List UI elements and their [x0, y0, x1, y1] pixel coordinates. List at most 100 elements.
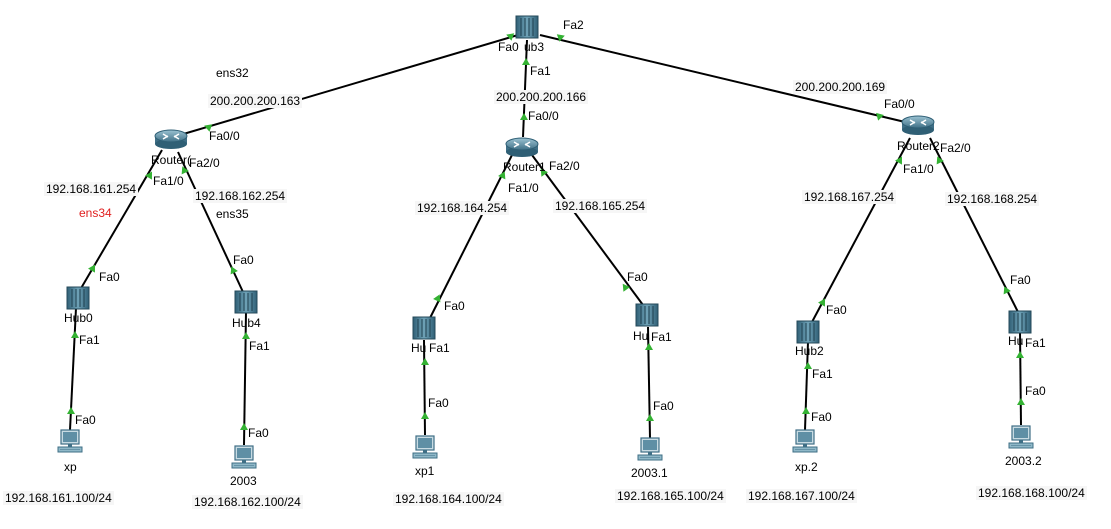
- pc-xp2-label: xp.2: [795, 460, 818, 474]
- pc-2003-ip: 192.168.162.100/24: [192, 495, 303, 509]
- pc-xp2-port-fa0: Fa0: [811, 410, 832, 424]
- link-router1-hub5[interactable]: [531, 154, 644, 306]
- hub1-icon[interactable]: [412, 316, 436, 340]
- pc-2003-2-ip: 192.168.168.100/24: [976, 486, 1087, 500]
- router0-lan1-ip: 192.168.161.254: [44, 182, 139, 196]
- pc-2003-2-port-fa0: Fa0: [1025, 384, 1046, 398]
- port-light-2003-1-fa0: [646, 414, 654, 421]
- router1-port-fa10: Fa1/0: [508, 181, 539, 195]
- port-light-hub2-fa1: [804, 362, 812, 369]
- router0-icon[interactable]: [154, 129, 188, 150]
- hub1-port-fa1: Fa1: [429, 341, 450, 355]
- pc-xp1-port-fa0: Fa0: [428, 396, 449, 410]
- annotation-ens34: ens34: [79, 206, 112, 220]
- hub2-port-fa1: Fa1: [812, 367, 833, 381]
- hub4-port-fa1: Fa1: [249, 339, 270, 353]
- router2-icon[interactable]: [901, 115, 935, 136]
- router2-port-fa00: Fa0/0: [884, 97, 915, 111]
- router0-port-fa10: Fa1/0: [153, 174, 184, 188]
- router2-label: Router2: [897, 139, 940, 153]
- pc-2003-label: 2003: [230, 474, 257, 488]
- link-hub3-router1[interactable]: [522, 39, 528, 138]
- pc-xp-icon[interactable]: [57, 429, 83, 453]
- router2-port-fa10: Fa1/0: [903, 162, 934, 176]
- pc-xp2-ip: 192.168.167.100/24: [746, 489, 857, 503]
- port-light-hub0-fa1: [71, 331, 79, 338]
- link-router2-hub6[interactable]: [929, 137, 1019, 313]
- hub4-port-fa0: Fa0: [233, 253, 254, 267]
- pc-2003-1-port-fa0: Fa0: [653, 399, 674, 413]
- hub1-port-fa0: Fa0: [444, 299, 465, 313]
- router1-port-fa20: Fa2/0: [549, 159, 580, 173]
- hub3-icon[interactable]: [515, 15, 539, 39]
- hub5-port-fa1: Fa1: [651, 330, 672, 344]
- pc-2003-1-icon[interactable]: [637, 437, 663, 461]
- router1-label: Router1: [503, 160, 546, 174]
- pc-2003-icon[interactable]: [231, 445, 257, 469]
- port-light-hub1-fa1: [421, 358, 429, 365]
- hub6-port-fa0: Fa0: [1010, 273, 1031, 287]
- router2-wan-ip: 200.200.200.169: [793, 80, 888, 94]
- router2-lan1-ip: 192.168.167.254: [802, 190, 897, 204]
- port-light-hub0-fa0: [88, 262, 99, 273]
- hub2-port-fa0: Fa0: [826, 303, 847, 317]
- pc-xp2-icon[interactable]: [792, 429, 818, 453]
- pc-xp1-ip: 192.168.164.100/24: [393, 492, 504, 506]
- hub2-icon[interactable]: [796, 320, 820, 344]
- hub6-label: Hu: [1008, 334, 1024, 348]
- hub4-label: Hub4: [232, 316, 261, 330]
- pc-2003-1-label: 2003.1: [631, 466, 668, 480]
- hub0-port-fa0: Fa0: [99, 270, 120, 284]
- router0-label: Router(: [151, 153, 192, 167]
- port-light-router1-fa00: [520, 113, 528, 120]
- link-hub1-pc-xp1[interactable]: [423, 339, 426, 436]
- port-light-hub5-fa1: [645, 343, 653, 350]
- router1-lan2-ip: 192.168.165.254: [553, 199, 648, 213]
- hub1-label: Hu: [411, 341, 427, 355]
- hub3-port-fa2: Fa2: [563, 18, 584, 32]
- hub0-port-fa1: Fa1: [79, 333, 100, 347]
- pc-2003-2-label: 2003.2: [1005, 454, 1042, 468]
- router1-wan-ip: 200.200.200.166: [494, 90, 589, 104]
- link-hub2-pc-xp2[interactable]: [804, 341, 809, 431]
- port-light-hub3-fa1: [522, 58, 530, 65]
- link-hub3-router2[interactable]: [539, 34, 906, 123]
- router1-port-fa00: Fa0/0: [528, 109, 559, 123]
- router0-wan-ip: 200.200.200.163: [208, 94, 303, 108]
- pc-xp-ip: 192.168.161.100/24: [3, 491, 114, 505]
- hub6-port-fa1: Fa1: [1025, 336, 1046, 350]
- hub0-label: Hub0: [64, 311, 93, 325]
- port-light-hub6-fa1: [1016, 351, 1024, 358]
- annotation-ens32: ens32: [216, 66, 249, 80]
- router2-lan2-ip: 192.168.168.254: [945, 192, 1040, 206]
- hub3-port-fa1: Fa1: [530, 64, 551, 78]
- pc-xp1-label: xp1: [415, 464, 435, 478]
- pc-2003-1-ip: 192.168.165.100/24: [615, 489, 726, 503]
- link-hub3-router0[interactable]: [179, 34, 519, 136]
- port-light-xp1-fa0: [421, 412, 429, 419]
- hub6-icon[interactable]: [1008, 310, 1032, 334]
- pc-xp1-icon[interactable]: [412, 435, 438, 459]
- link-router2-hub2[interactable]: [811, 137, 911, 323]
- router0-port-fa00: Fa0/0: [209, 129, 240, 143]
- port-light-hub4-fa1: [242, 332, 250, 339]
- hub5-port-fa0: Fa0: [627, 270, 648, 284]
- link-hub6-pc-2003-2[interactable]: [1019, 331, 1022, 426]
- hub4-icon[interactable]: [234, 290, 258, 314]
- pc-2003-2-icon[interactable]: [1008, 425, 1034, 449]
- router2-port-fa20: Fa2/0: [940, 141, 971, 155]
- router1-icon[interactable]: [505, 137, 539, 158]
- pc-xp-port-fa0: Fa0: [75, 413, 96, 427]
- router0-port-fa20: Fa2/0: [189, 156, 220, 170]
- hub3-label: ub3: [524, 40, 545, 54]
- hub0-icon[interactable]: [66, 286, 90, 310]
- port-light-2003-2-fa0: [1017, 398, 1025, 405]
- port-light-xp2-fa0: [802, 407, 810, 414]
- pc-2003-port-fa0: Fa0: [248, 426, 269, 440]
- pc-xp-label: xp: [64, 460, 77, 474]
- router0-lan2-ip: 192.168.162.254: [193, 189, 288, 203]
- hub2-label: Hub2: [795, 344, 824, 358]
- link-router1-hub1[interactable]: [429, 154, 513, 319]
- hub5-icon[interactable]: [635, 303, 659, 327]
